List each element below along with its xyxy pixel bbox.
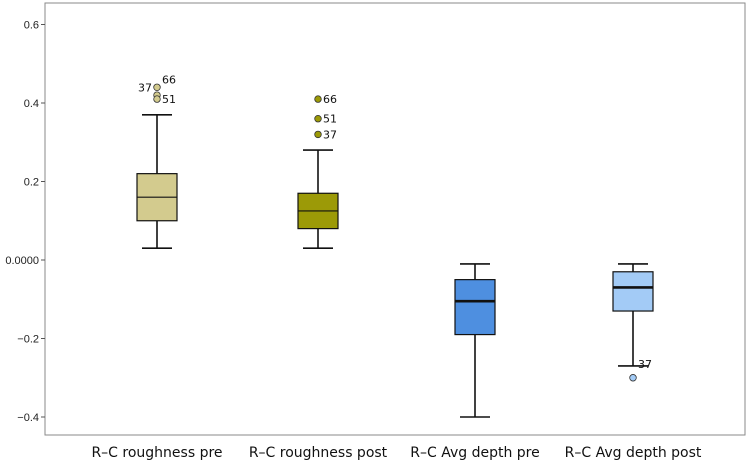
x-tick-label: R–C roughness pre xyxy=(91,445,222,461)
x-axis: R–C roughness pre R–C roughness post R–C A… xyxy=(91,445,701,461)
outlier-label: 66 xyxy=(323,93,337,106)
y-tick-label: −0.4 xyxy=(17,412,39,424)
interquartile-box xyxy=(612,271,654,312)
outlier-label: 37 xyxy=(323,128,337,141)
outlier-label: 37 xyxy=(638,358,652,371)
outlier-label: 51 xyxy=(162,93,176,106)
box-series: 37 51 66 66 51 37 37 xyxy=(136,73,654,418)
outlier-label: 51 xyxy=(323,113,337,126)
y-tick-label: 0.0000 xyxy=(5,255,39,267)
outlier-point xyxy=(153,83,161,91)
box-4: 37 xyxy=(612,263,654,382)
box-1: 37 51 66 xyxy=(136,73,178,250)
y-tick-label: 0.2 xyxy=(24,177,39,189)
outlier-point xyxy=(153,95,161,103)
x-tick-label: R–C Avg depth post xyxy=(565,445,702,461)
box-3 xyxy=(454,263,496,418)
y-tick-label: 0.4 xyxy=(24,98,39,110)
y-axis: 0.6 0.4 0.2 0.0000 −0.2 −0.4 xyxy=(5,20,45,424)
outlier-label: 37 xyxy=(138,81,152,94)
plot-frame xyxy=(44,2,746,436)
outlier-label: 66 xyxy=(162,73,176,86)
interquartile-box xyxy=(454,279,496,336)
outlier-point xyxy=(314,114,322,123)
box-2: 66 51 37 xyxy=(297,93,339,250)
outlier-point xyxy=(314,95,322,103)
outlier-point xyxy=(314,130,322,139)
y-tick-label: 0.6 xyxy=(24,20,39,32)
y-tick-label: −0.2 xyxy=(17,334,39,346)
x-tick-label: R–C Avg depth pre xyxy=(410,445,539,461)
outlier-point xyxy=(629,374,637,382)
x-tick-label: R–C roughness post xyxy=(249,445,388,461)
